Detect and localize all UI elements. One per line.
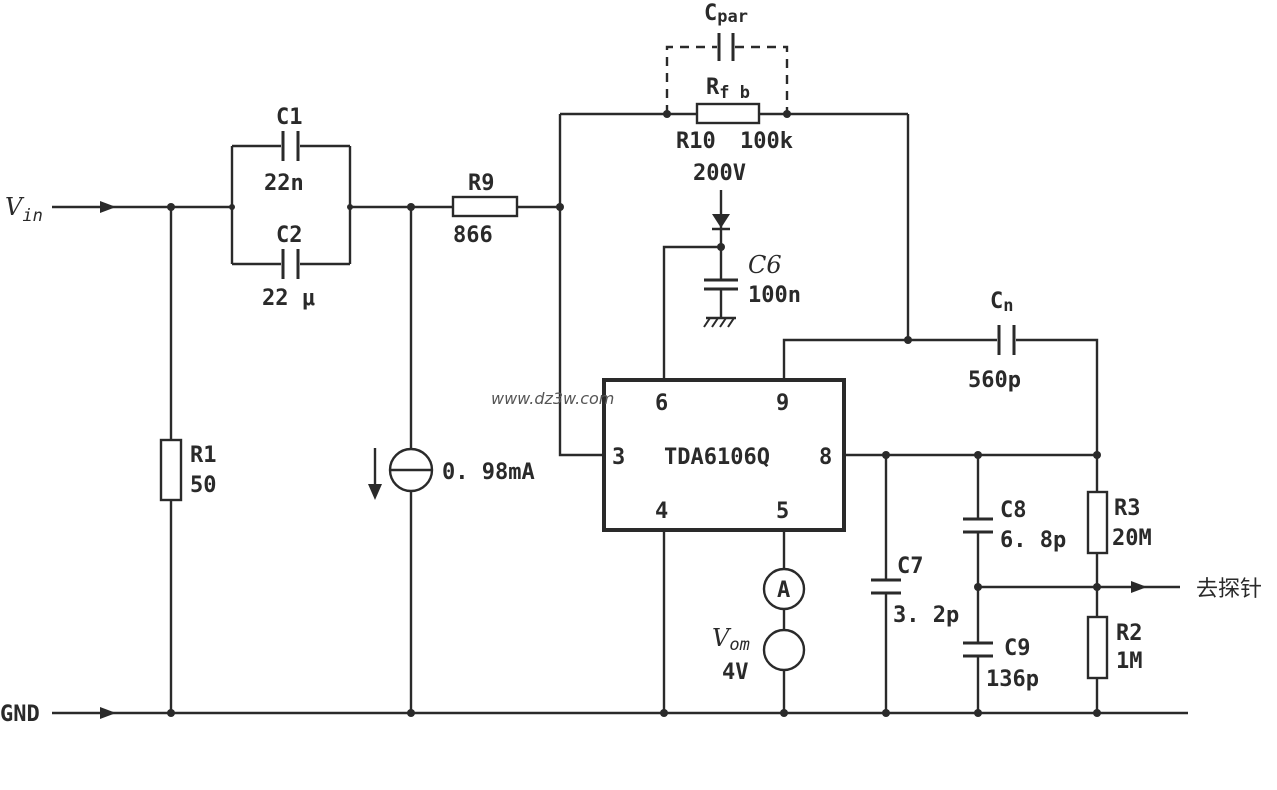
capacitor-c8 [963,517,993,534]
cpar-label: Cpar [704,1,748,27]
r2-value: 1M [1116,649,1143,674]
ic-name: TDA6106Q [664,445,770,470]
r9-name: R9 [468,171,495,196]
ic-pin-5: 5 [776,499,789,524]
r10-value: 100k [740,129,793,154]
probe-arrow-icon [1131,581,1147,593]
ammeter-symbol: A [777,578,790,603]
resistor-r3 [1086,490,1109,555]
current-source [388,447,434,493]
capacitor-cn [997,325,1016,355]
r1-value: 50 [190,473,217,498]
cn-value: 560p [968,368,1021,393]
ic-tda6106q [602,378,846,532]
ic-pin-8: 8 [819,445,832,470]
diode-icon [712,214,730,231]
r1-name: R1 [190,443,217,468]
resistor-r10 [695,102,761,125]
capacitor-c7 [871,578,901,595]
r2-name: R2 [1116,621,1143,646]
rfb-label: Rf b [706,75,750,103]
vom-value: 4V [722,660,749,685]
r9-value: 866 [453,223,493,248]
resistor-r1 [159,438,183,502]
capacitor-cpar [665,33,789,114]
voltage-source-vom [762,628,806,672]
capacitor-c6 [704,278,738,291]
current-direction-arrow-icon [368,448,382,500]
capacitor-c9 [963,641,993,658]
c1-value: 22n [264,171,304,196]
c8-value: 6. 8p [1000,528,1066,553]
c7-name: C7 [897,554,924,579]
watermark: www.dz3w.com [491,389,614,408]
vin-arrow-icon [100,201,116,213]
vin-label: Vin [5,193,43,226]
ic-pin-4: 4 [655,499,668,524]
r10-name: R10 [676,129,716,154]
capacitor-c1 [281,131,300,161]
c8-name: C8 [1000,498,1027,523]
resistor-r9 [451,195,519,218]
ground-symbol-c6 [703,316,736,328]
c6-name: C6 [748,251,782,279]
c2-name: C2 [276,223,303,248]
c7-value: 3. 2p [893,603,959,628]
vom-label: Vom [712,624,750,655]
gnd-label: GND [0,702,40,727]
probe-output-label: 去探针 [1196,577,1262,602]
c9-name: C9 [1004,636,1031,661]
current-source-value: 0. 98mA [442,460,535,485]
ammeter [762,567,806,611]
cn-label: Cn [990,289,1014,316]
c6-value: 100n [748,283,801,308]
junction-dots [167,110,1101,717]
c9-value: 136p [986,667,1039,692]
capacitor-c2 [281,249,300,279]
c2-value: 22 μ [262,286,315,311]
ic-pin-6: 6 [655,391,668,416]
ic-pin-3: 3 [612,445,625,470]
r3-value: 20M [1112,526,1152,551]
resistor-r2 [1086,615,1109,680]
ic-pin-9: 9 [776,391,789,416]
gnd-arrow-icon [100,707,116,719]
r3-name: R3 [1114,496,1141,521]
supply-voltage: 200V [693,161,746,186]
c1-name: C1 [276,105,303,130]
